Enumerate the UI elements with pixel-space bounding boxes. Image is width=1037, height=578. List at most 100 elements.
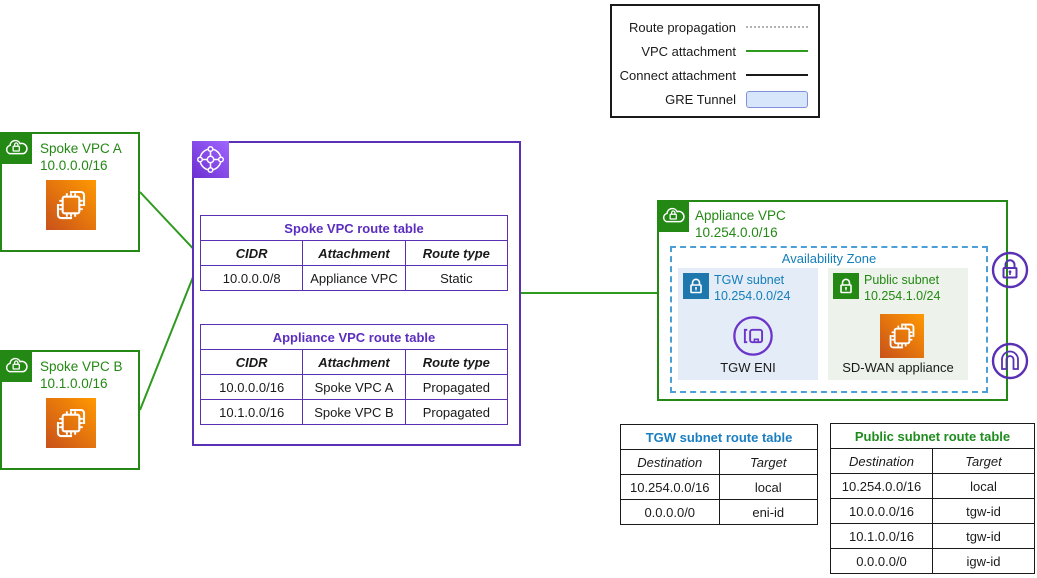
table-cell: local <box>932 473 1035 499</box>
tgw-subnet-route-table: TGW subnet route table Destination Targe… <box>620 424 818 525</box>
tunnel-icon <box>991 342 1029 380</box>
table-cell: 0.0.0.0/0 <box>620 499 720 525</box>
subnet-name: Public subnet <box>864 273 940 287</box>
legend-label-gre-tunnel: GRE Tunnel <box>665 91 736 107</box>
subnet-cidr: 10.254.0.0/24 <box>714 289 791 303</box>
table-cell: 10.1.0.0/16 <box>199 399 304 425</box>
table-cell: Spoke VPC A <box>302 374 406 400</box>
padlock-circle-icon <box>991 251 1029 289</box>
table-cell: 10.254.0.0/16 <box>620 474 720 500</box>
tgw-subnet-label: TGW subnet 10.254.0.0/24 <box>714 272 790 304</box>
legend-row: GRE Tunnel <box>612 87 808 111</box>
table-cell: local <box>718 474 818 500</box>
public-subnet-route-table: Public subnet route table Destination Ta… <box>830 423 1035 574</box>
vpc-name: Spoke VPC A <box>40 141 122 156</box>
transit-gateway-icon <box>192 141 229 178</box>
legend-row: Connect attachment <box>612 63 808 87</box>
legend-label-vpc-attachment: VPC attachment <box>641 43 736 59</box>
table-title: TGW subnet route table <box>620 424 818 450</box>
table-row: 10.1.0.0/16 tgw-id <box>830 523 1035 549</box>
tgw-eni-caption: TGW ENI <box>720 360 776 375</box>
table-cell: tgw-id <box>932 523 1035 549</box>
table-cell: Appliance VPC <box>302 265 406 291</box>
legend-label-connect-attachment: Connect attachment <box>619 67 736 83</box>
appliance-vpc-label: Appliance VPC 10.254.0.0/16 <box>695 207 786 241</box>
column-header: Attachment <box>302 349 406 375</box>
spoke-vpc-b-box: Spoke VPC B 10.1.0.0/16 <box>0 350 140 470</box>
spoke-vpc-b-label: Spoke VPC B 10.1.0.0/16 <box>40 358 123 392</box>
table-row: 10.0.0.0/16 tgw-id <box>830 498 1035 524</box>
table-cell: 10.0.0.0/16 <box>199 374 304 400</box>
subnet-cidr: 10.254.1.0/24 <box>864 289 941 303</box>
column-header: Target <box>718 449 818 475</box>
network-interface-icon <box>733 316 773 356</box>
public-subnet-box: Public subnet 10.254.1.0/24 SD-WAN appli… <box>828 268 968 380</box>
vpc-attachment-line-spoke-b <box>139 256 202 411</box>
column-header: Destination <box>830 448 933 474</box>
table-cell: Propagated <box>404 374 509 400</box>
table-title: Public subnet route table <box>830 423 1035 449</box>
vpc-attachment-line-sample <box>746 50 808 52</box>
transit-gateway-box: Spoke VPC route table CIDR Attachment Ro… <box>192 141 521 446</box>
ec2-instance-icon <box>46 398 96 448</box>
legend-label-route-propagation: Route propagation <box>629 19 736 35</box>
column-header: Route type <box>404 240 509 266</box>
spoke-vpc-route-table: Spoke VPC route table CIDR Attachment Ro… <box>199 215 509 291</box>
column-header: Route type <box>404 349 509 375</box>
table-row: 10.254.0.0/16 local <box>830 473 1035 499</box>
table-cell: 0.0.0.0/0 <box>830 548 933 574</box>
legend-row: VPC attachment <box>612 39 808 63</box>
tgw-subnet-box: TGW subnet 10.254.0.0/24 TGW ENI <box>678 268 818 380</box>
availability-zone-box: Availability Zone TGW subnet 10.254.0.0/… <box>670 246 988 393</box>
legend: Route propagation VPC attachment Connect… <box>610 4 820 118</box>
public-subnet-lock-icon <box>833 273 859 299</box>
vpc-name: Spoke VPC B <box>40 359 123 374</box>
table-title: Appliance VPC route table <box>200 324 508 350</box>
private-subnet-lock-icon <box>683 273 709 299</box>
column-header: Target <box>932 448 1035 474</box>
spoke-vpc-a-box: Spoke VPC A 10.0.0.0/16 <box>0 132 140 252</box>
ec2-instance-icon <box>46 180 96 230</box>
vpc-attachment-line-spoke-a <box>139 191 202 258</box>
route-propagation-line-sample <box>746 26 808 28</box>
vpc-cloud-lock-icon <box>0 132 32 164</box>
table-cell: Static <box>404 265 509 291</box>
table-row: 0.0.0.0/0 igw-id <box>830 548 1035 574</box>
column-header: Attachment <box>302 240 406 266</box>
table-cell: 10.1.0.0/16 <box>830 523 933 549</box>
table-row: 10.254.0.0/16 local <box>620 474 818 500</box>
vpc-cidr: 10.254.0.0/16 <box>695 225 778 240</box>
vpc-cloud-lock-icon <box>657 200 689 232</box>
public-subnet-label: Public subnet 10.254.1.0/24 <box>864 272 940 304</box>
column-header: Destination <box>620 449 720 475</box>
table-cell: 10.0.0.0/16 <box>830 498 933 524</box>
sdwan-appliance-caption: SD-WAN appliance <box>842 360 954 375</box>
table-cell: igw-id <box>932 548 1035 574</box>
table-title: Spoke VPC route table <box>200 215 508 241</box>
column-header: CIDR <box>199 240 304 266</box>
appliance-vpc-box: Appliance VPC 10.254.0.0/16 Availability… <box>657 200 1008 401</box>
gre-tunnel-sample <box>746 90 808 108</box>
spoke-vpc-a-label: Spoke VPC A 10.0.0.0/16 <box>40 140 122 174</box>
table-cell: tgw-id <box>932 498 1035 524</box>
table-cell: Propagated <box>404 399 509 425</box>
connect-attachment-line-sample <box>746 74 808 76</box>
table-row: 10.1.0.0/16 Spoke VPC B Propagated <box>199 399 509 425</box>
table-row: 10.0.0.0/8 Appliance VPC Static <box>199 265 509 291</box>
subnet-name: TGW subnet <box>714 273 785 287</box>
legend-row: Route propagation <box>612 15 808 39</box>
table-cell: Spoke VPC B <box>302 399 406 425</box>
table-cell: 10.0.0.0/8 <box>199 265 304 291</box>
table-cell: 10.254.0.0/16 <box>830 473 933 499</box>
appliance-vpc-route-table: Appliance VPC route table CIDR Attachmen… <box>199 324 509 425</box>
table-cell: eni-id <box>718 499 818 525</box>
vpc-cloud-lock-icon <box>0 350 32 382</box>
table-row: 10.0.0.0/16 Spoke VPC A Propagated <box>199 374 509 400</box>
column-header: CIDR <box>199 349 304 375</box>
vpc-name: Appliance VPC <box>695 208 786 223</box>
sdwan-appliance-icon <box>880 314 924 358</box>
vpc-cidr: 10.0.0.0/16 <box>40 158 108 173</box>
table-row: 0.0.0.0/0 eni-id <box>620 499 818 525</box>
vpc-cidr: 10.1.0.0/16 <box>40 376 108 391</box>
